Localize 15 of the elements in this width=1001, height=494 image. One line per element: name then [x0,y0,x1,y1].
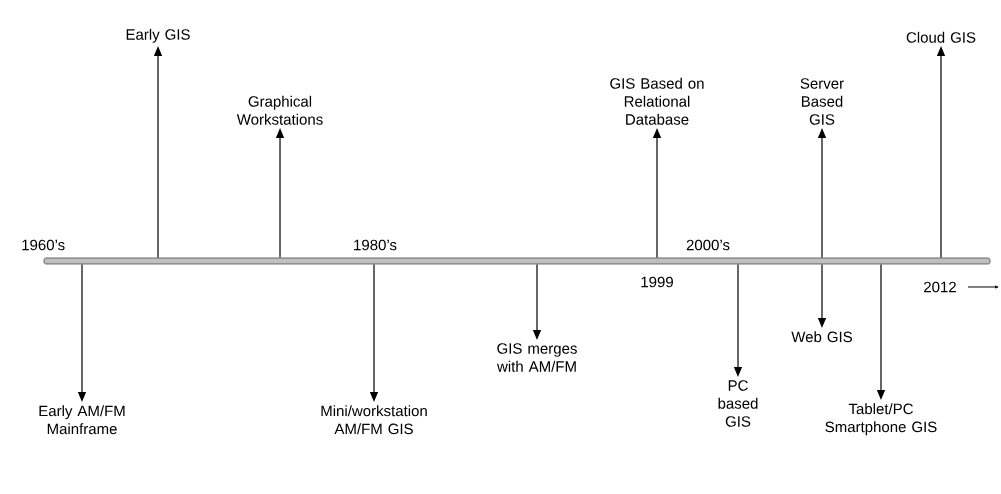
event-label: Mini/workstation AM/FM GIS [321,405,427,435]
event-label: Web GIS [791,331,852,343]
event-label: GIS Based on Relational Database [610,77,704,125]
event-label: Server Based GIS [800,78,844,125]
year-label: 1980’s [354,239,397,251]
year-label: 1960’s [22,239,65,251]
event-label: Early GIS [126,28,190,43]
event-label: PC based GIS [718,380,758,427]
timeline-bar [43,257,991,265]
event-label: GIS merges with AM/FM [497,343,577,372]
year-label: 2012 [924,281,956,293]
event-label: Graphical Workstations [236,95,323,125]
event-label: Tablet/PC Smartphone GIS [825,403,937,436]
event-label: Cloud GIS [906,31,976,43]
event-label: Early AM/FM Mainframe [39,405,125,435]
